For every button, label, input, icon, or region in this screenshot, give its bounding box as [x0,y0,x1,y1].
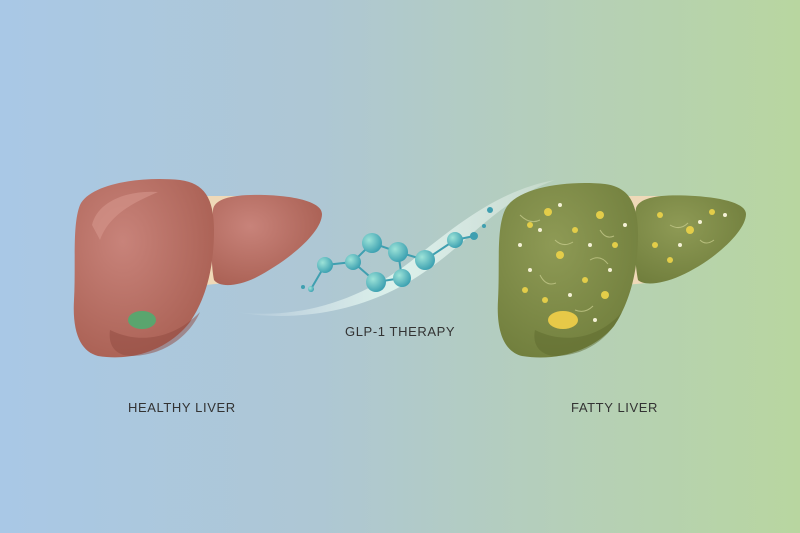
glp1-molecule [235,180,555,316]
healthy-liver-right-lobe [73,179,214,358]
atom [301,285,305,289]
fatty-liver-shadow [534,312,622,356]
fatty-gallbladder [548,311,578,329]
atom [308,286,314,292]
atom [393,269,411,287]
atom [362,233,382,253]
atom [388,242,408,262]
atom [317,257,333,273]
fatty-liver-right-lobe [497,183,638,358]
atom [366,272,386,292]
healthy-liver-highlight [92,191,158,240]
atom [482,224,486,228]
therapy-swoosh [235,180,555,316]
fatty-liver-left-lobe [634,195,746,284]
atom [470,232,478,240]
atom [345,254,361,270]
atom [487,207,493,213]
fatty-liver [497,183,746,358]
atom [415,250,435,270]
healthy-liver-shadow [109,312,200,356]
gallbladder [128,311,156,329]
healthy-liver-label: HEALTHY LIVER [128,400,236,415]
healthy-liver [73,179,322,358]
atom [447,232,463,248]
therapy-label: GLP-1 THERAPY [345,324,456,339]
healthy-liver-left-lobe [211,194,322,286]
fatty-liver-label: FATTY LIVER [571,400,659,415]
